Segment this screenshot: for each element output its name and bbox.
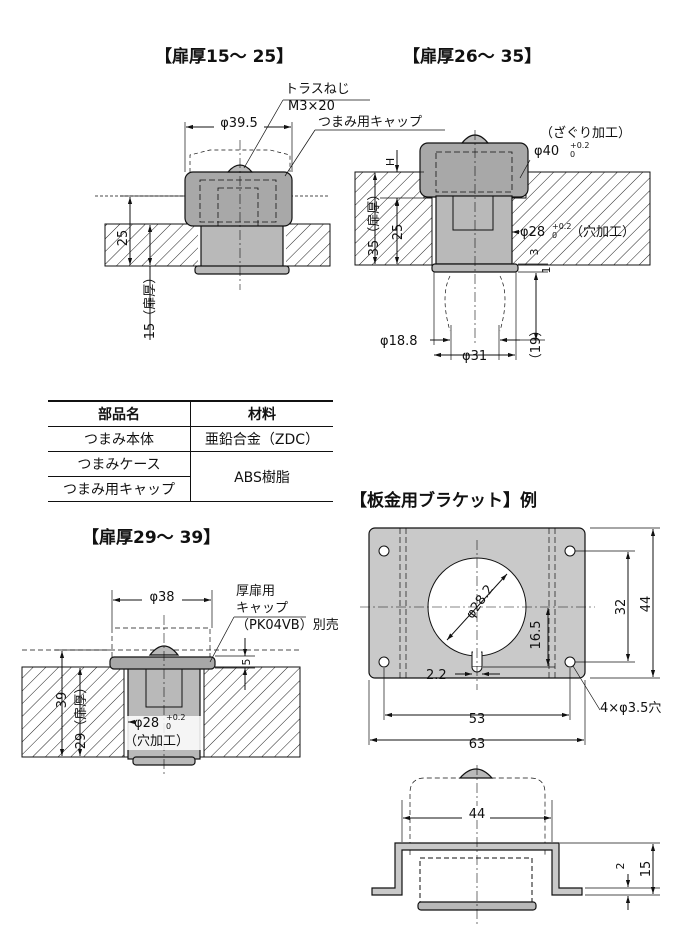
bracket-side-profile — [371, 842, 583, 896]
material-zdc: 亜鉛合金（ZDC） — [190, 426, 333, 452]
section-1-drawing: 【扉厚15～ 25】 φ39.5 トラスねじ M3×20 つまみ用キャップ — [95, 46, 445, 340]
s4-dim-44-side: 44 — [469, 807, 486, 822]
s3-tol-dn: 0 — [166, 722, 171, 731]
part-knob-body: つまみ本体 — [48, 426, 191, 452]
s2-dim-25: 25 — [391, 224, 406, 241]
s3-dia28: φ28 — [134, 716, 159, 731]
mount-hole-tl — [378, 545, 390, 557]
header-material: 材料 — [190, 400, 333, 427]
section-3-title: 【扉厚29～ 39】 — [82, 527, 220, 548]
s3-dim-39: 39 — [55, 692, 70, 709]
part-knob-cap: つまみ用キャップ — [48, 476, 191, 502]
s4-dim-15: 15 — [639, 861, 654, 878]
section-2-drawing: 【扉厚26～ 35】 （ざぐり加工） φ40 +0.2 0 H 35（扉厚） 2… — [354, 46, 651, 367]
s3-cap1: 厚扉用 — [236, 583, 275, 599]
s3-hole: （穴加工） — [124, 734, 189, 749]
s1-thickness: 15（扉厚） — [142, 271, 158, 340]
section-4-title: 【板金用ブラケット】例 — [350, 490, 537, 511]
s1-dim-25: 25 — [116, 230, 131, 247]
s3-dim-5: 5 — [240, 659, 253, 666]
s2-counterbore: （ざぐり加工） — [540, 125, 631, 141]
s1-dia-label: φ39.5 — [220, 116, 258, 131]
s2-H: H — [384, 158, 397, 166]
table-row: つまみ用キャップ — [48, 476, 333, 502]
s2-tol28-up: +0.2 — [552, 222, 571, 231]
s1-screw-label: トラスねじ — [285, 82, 350, 97]
s3-thickness: 29（扉厚） — [73, 681, 89, 750]
s4-dim-53: 53 — [469, 712, 486, 727]
header-part-name: 部品名 — [48, 400, 191, 427]
s2-tol28-dn: 0 — [552, 231, 557, 240]
s3-tol-up: +0.2 — [166, 713, 185, 722]
s2-dia31: φ31 — [462, 349, 487, 364]
s4-dim-16-5: 16.5 — [529, 621, 544, 650]
s2-tol40-dn: 0 — [570, 150, 575, 159]
s4-dim-2: 2 — [614, 863, 627, 870]
table-row: つまみケース ABS樹脂 — [48, 451, 333, 502]
s4-dim-44: 44 — [639, 596, 654, 613]
s3-cap2: キャップ — [236, 601, 288, 616]
s3-cap3: （PK04VB）別売 — [236, 617, 339, 633]
screw-head — [226, 164, 254, 173]
section-3-drawing: 【扉厚29～ 39】 φ38 厚扉用 キャップ （PK04VB）別売 5 — [21, 527, 339, 775]
section-4-drawing: 【板金用ブラケット】例 φ28.2 16.5 2.2 — [350, 490, 661, 925]
material-abs: ABS樹脂 — [190, 451, 333, 502]
s3-dia38: φ38 — [149, 590, 174, 605]
section-1-title: 【扉厚15～ 25】 — [155, 46, 293, 67]
knob-case — [200, 223, 284, 271]
knob-flange — [194, 265, 290, 275]
s1-screw-size: M3×20 — [288, 99, 335, 114]
mount-hole-bl — [378, 656, 390, 668]
s2-dim-19: （19） — [529, 324, 544, 367]
s2-tol40-up: +0.2 — [570, 141, 589, 150]
s2-hole: （穴加工） — [570, 225, 635, 240]
thick-door-cap — [109, 656, 216, 670]
s1-cap-label: つまみ用キャップ — [318, 115, 422, 130]
s2-dim-3: 3 — [528, 249, 541, 256]
table-header-row: 部品名 材料 — [48, 400, 333, 427]
s2-thickness: 35（扉厚） — [366, 188, 382, 257]
s4-holes: 4×φ3.5穴 — [600, 701, 661, 716]
materials-table: 部品名 材料 つまみ本体 亜鉛合金（ZDC） つまみケース ABS樹脂 つまみ用… — [48, 400, 333, 502]
s2-dim-1: 1 — [540, 267, 553, 274]
s4-dim-63: 63 — [469, 737, 486, 752]
section-2-title: 【扉厚26～ 35】 — [403, 46, 541, 67]
mount-hole-br — [564, 656, 576, 668]
s2-dia28: φ28 — [520, 225, 545, 240]
s2-dia18: φ18.8 — [380, 334, 418, 349]
mount-hole-tr — [564, 545, 576, 557]
part-knob-case: つまみケース — [48, 451, 191, 477]
s2-dia40: φ40 — [534, 144, 559, 159]
s4-dim-32: 32 — [614, 599, 629, 616]
table-row: つまみ本体 亜鉛合金（ZDC） — [48, 426, 333, 452]
s4-dim-2-2: 2.2 — [426, 668, 447, 683]
